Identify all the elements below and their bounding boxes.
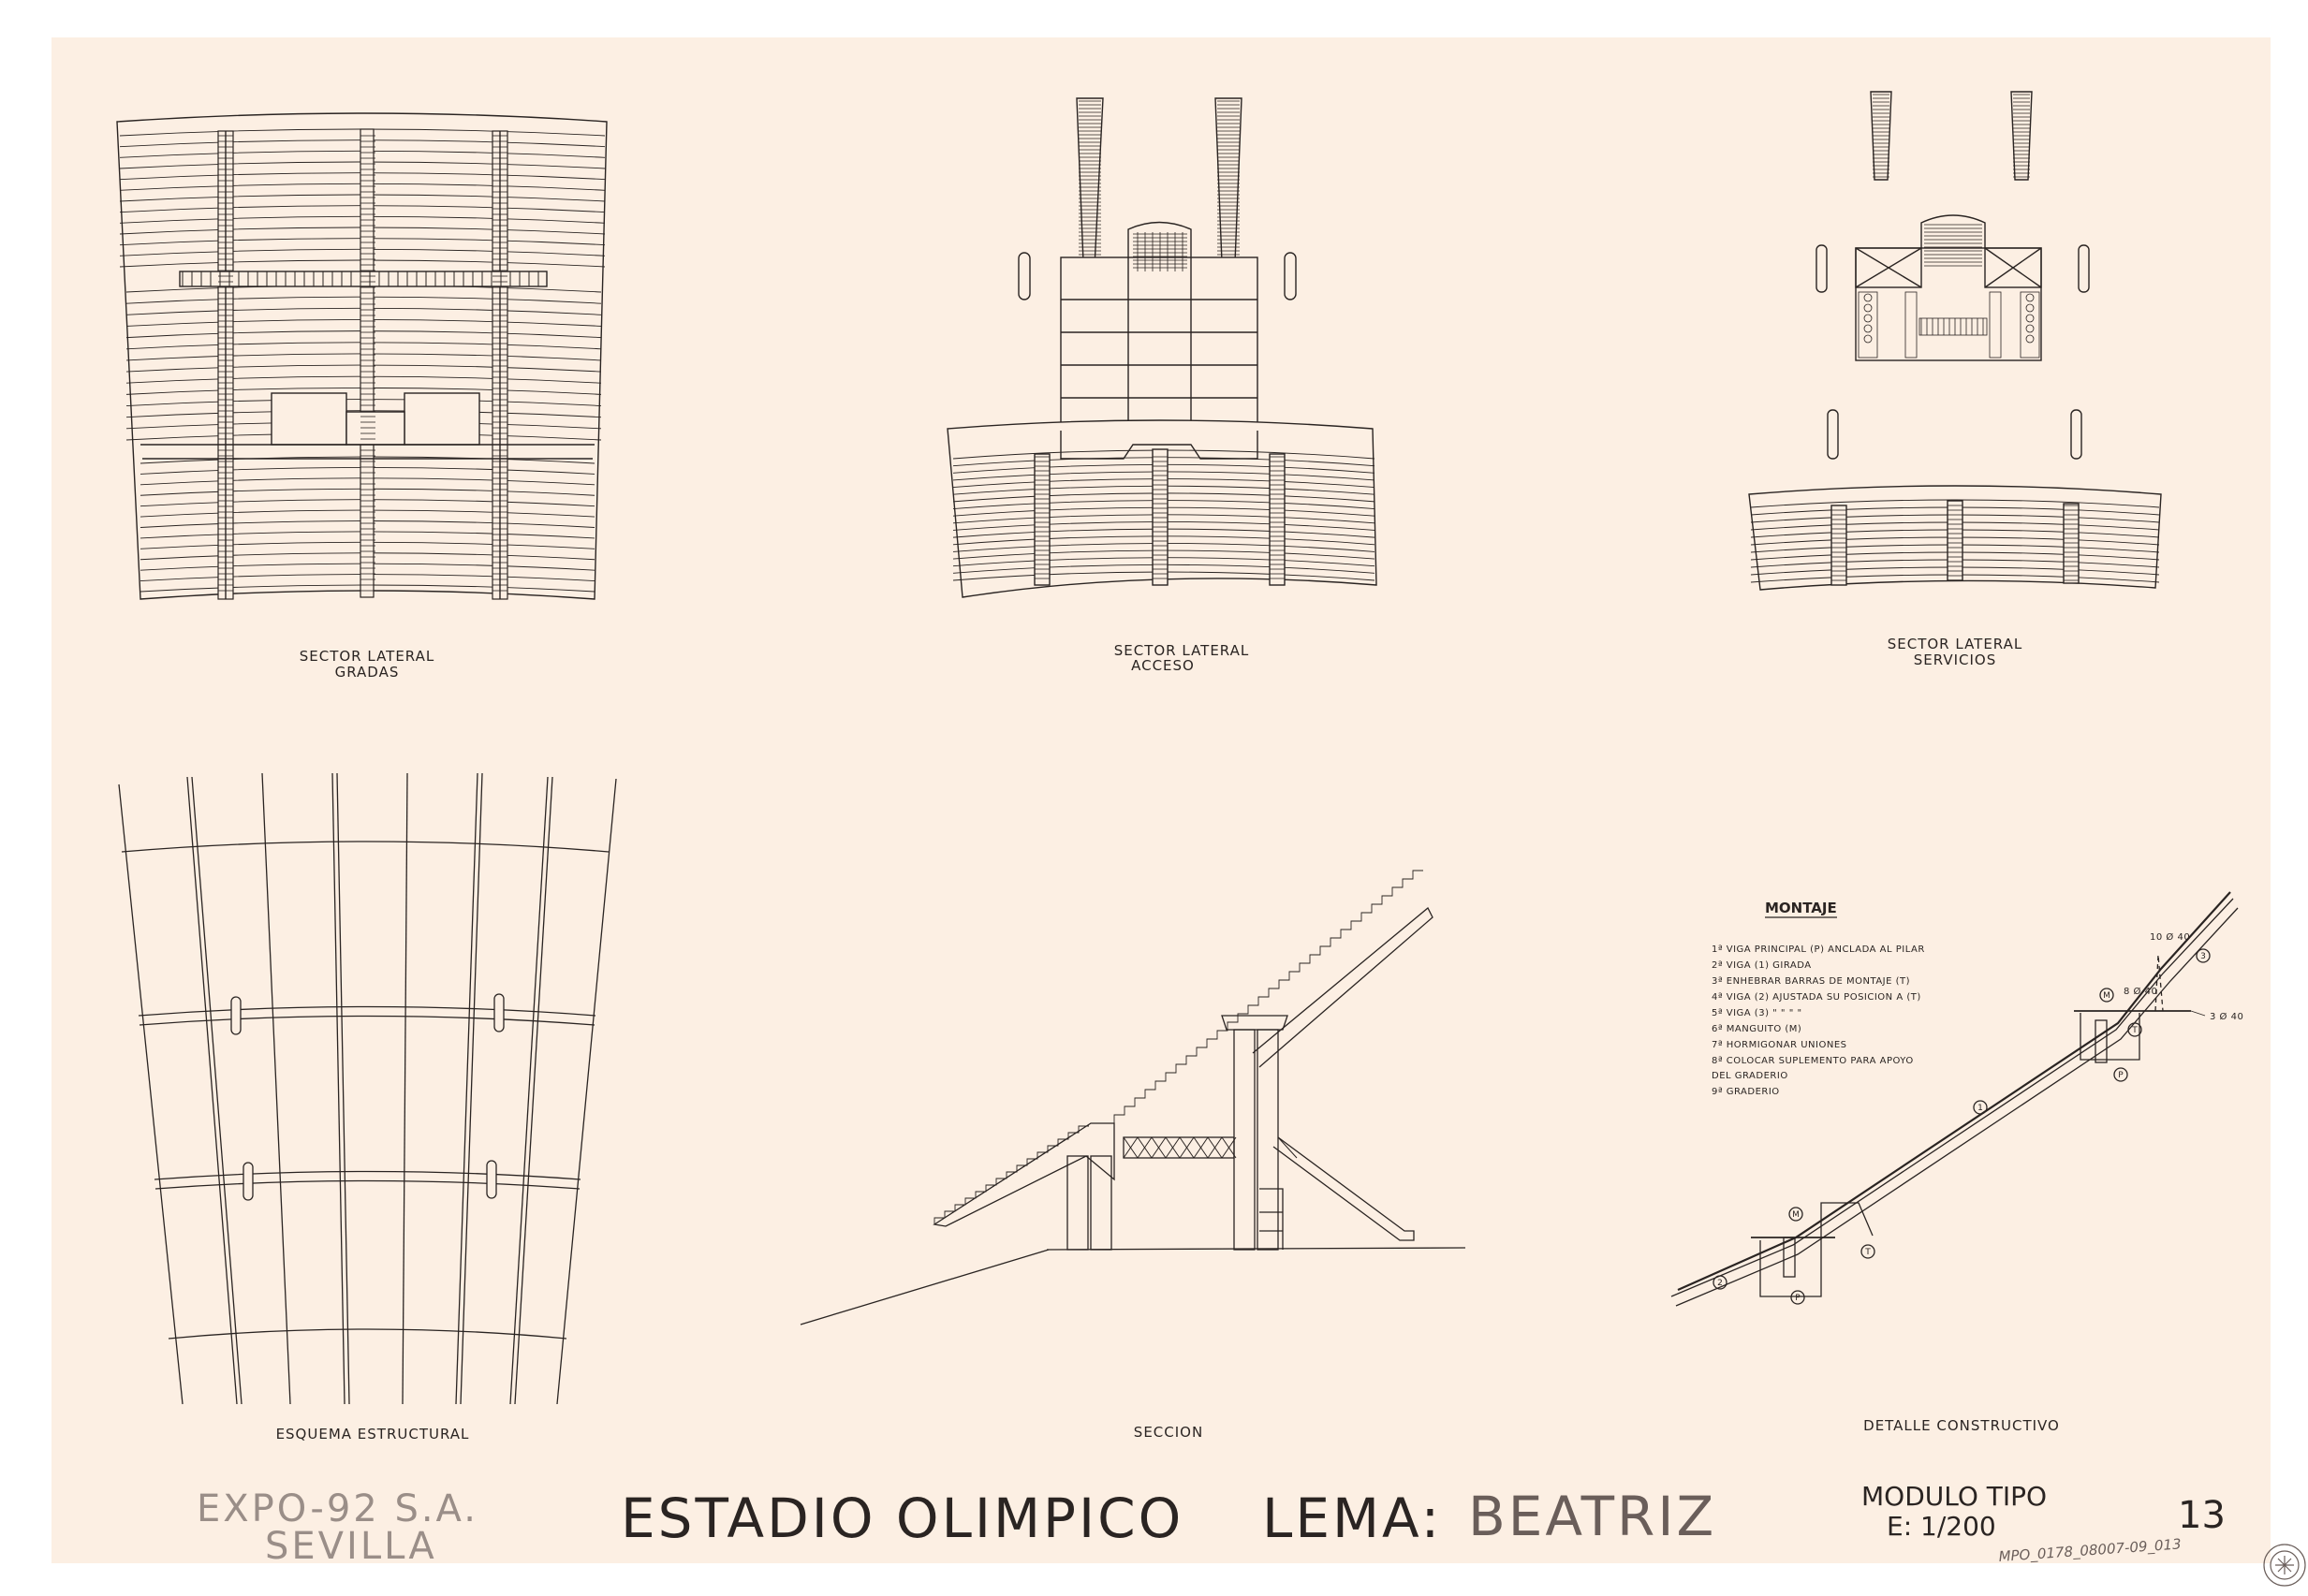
module-type: MODULO TIPO xyxy=(1861,1481,2047,1512)
label-seccion: SECCION xyxy=(1134,1424,1203,1441)
plan-acceso xyxy=(947,97,1377,598)
client-name: EXPO-92 S.A. xyxy=(197,1487,478,1530)
sheet-number: 13 xyxy=(2178,1494,2226,1537)
callout-t-lower: T xyxy=(1864,1248,1871,1257)
client-city: SEVILLA xyxy=(265,1525,437,1568)
callout-1: 1 xyxy=(1977,1104,1983,1113)
callout-t-upper: T xyxy=(2131,1026,2138,1035)
montaje-step-9: 9ª GRADERIO xyxy=(1712,1087,1780,1097)
label-gradas-1: SECTOR LATERAL xyxy=(300,648,435,665)
montaje-step-6: 6ª MANGUITO (M) xyxy=(1712,1024,1801,1034)
callout-3: 3 xyxy=(2200,952,2206,961)
plan-servicios xyxy=(1748,91,2162,591)
callout-p-upper: P xyxy=(2118,1071,2124,1080)
label-acceso-1: SECTOR LATERAL xyxy=(1114,642,1250,659)
label-acceso-2: ACCESO xyxy=(1131,657,1195,674)
montaje-title: MONTAJE xyxy=(1765,900,1837,916)
label-esquema: ESQUEMA ESTRUCTURAL xyxy=(276,1426,470,1442)
drawing-scale: E: 1/200 xyxy=(1887,1511,1996,1542)
montaje-list: 1ª VIGA PRINCIPAL (P) ANCLADA AL PILAR 2… xyxy=(1712,944,1925,1097)
montaje-step-5: 5ª VIGA (3) " " " " xyxy=(1712,1008,1802,1018)
rebar-top: 10 Ø 40 xyxy=(2150,931,2190,943)
callout-m-upper: M xyxy=(2103,991,2110,1001)
label-gradas-2: GRADAS xyxy=(335,664,400,681)
montaje-step-8: 8ª COLOCAR SUPLEMENTO PARA APOYO xyxy=(1712,1056,1914,1066)
construction-detail xyxy=(1670,891,2239,1307)
callout-m-lower: M xyxy=(1792,1210,1800,1220)
montaje-step-2: 2ª VIGA (1) GIRADA xyxy=(1712,960,1812,971)
archive-seal-icon xyxy=(2263,1544,2306,1587)
callout-2: 2 xyxy=(1717,1279,1723,1288)
project-title: ESTADIO OLIMPICO xyxy=(621,1486,1183,1550)
plan-gradas xyxy=(116,112,608,600)
montaje-step-7: 7ª HORMIGONAR UNIONES xyxy=(1712,1040,1847,1050)
label-detalle: DETALLE CONSTRUCTIVO xyxy=(1863,1417,2060,1434)
montaje-step-1: 1ª VIGA PRINCIPAL (P) ANCLADA AL PILAR xyxy=(1712,944,1925,955)
montaje-step-8b: DEL GRADERIO xyxy=(1712,1071,1788,1081)
lema-value: BEATRIZ xyxy=(1468,1485,1716,1548)
montaje-step-4: 4ª VIGA (2) AJUSTADA SU POSICION A (T) xyxy=(1712,992,1921,1003)
montaje-step-3: 3ª ENHEBRAR BARRAS DE MONTAJE (T) xyxy=(1712,976,1910,987)
detail-annotations: 10 Ø 40 8 Ø 40 3 Ø 40 3 M T P 1 M T 2 P xyxy=(1717,931,2243,1303)
lema-label: LEMA: xyxy=(1262,1486,1442,1550)
structural-scheme xyxy=(118,772,617,1405)
section-drawing xyxy=(800,870,1466,1325)
label-servicios-1: SECTOR LATERAL xyxy=(1888,636,2023,652)
label-servicios-2: SERVICIOS xyxy=(1914,652,1997,668)
rebar-right: 3 Ø 40 xyxy=(2210,1011,2243,1022)
callout-p-lower: P xyxy=(1795,1294,1801,1303)
rebar-mid: 8 Ø 40 xyxy=(2124,986,2157,997)
